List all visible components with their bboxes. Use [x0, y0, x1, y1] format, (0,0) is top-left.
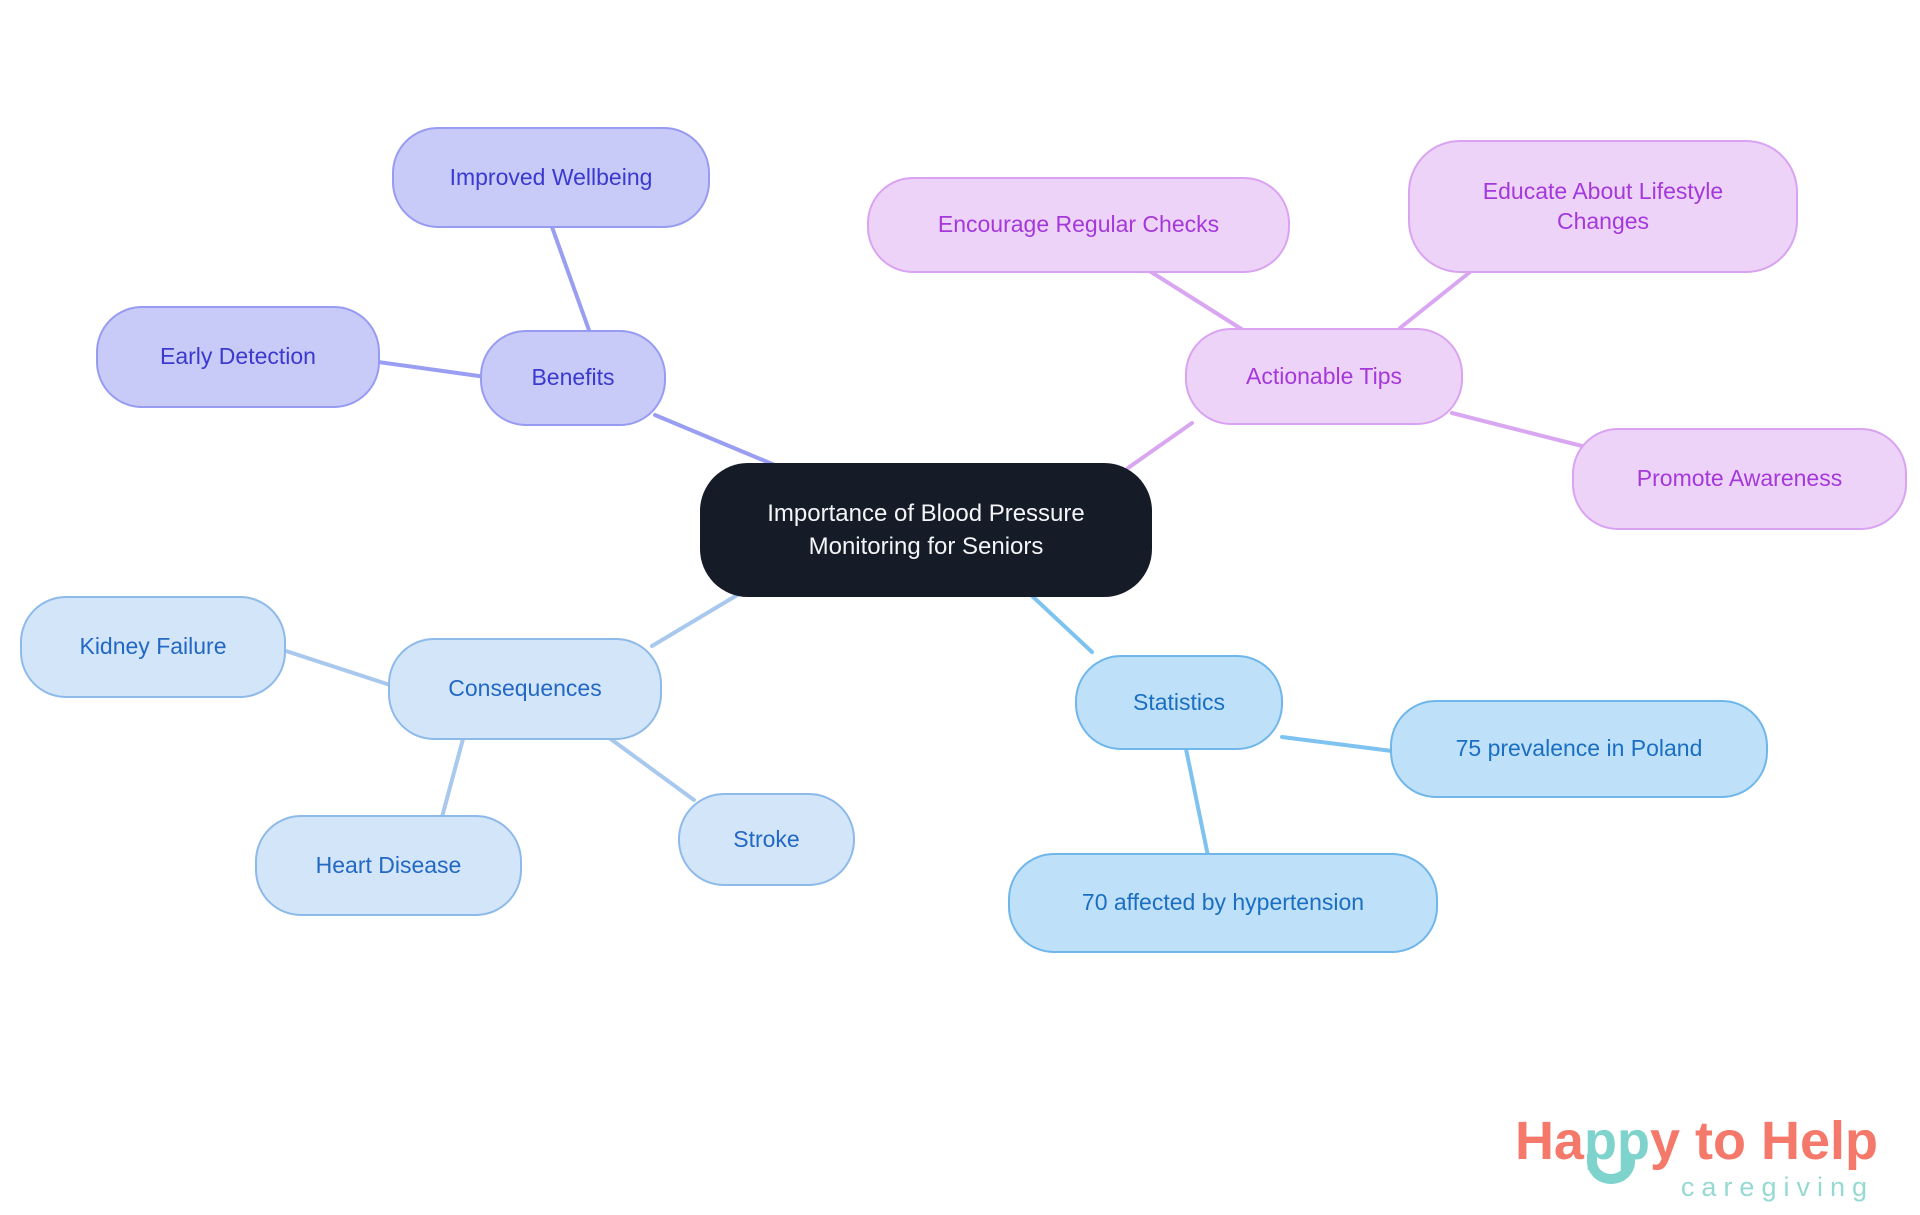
logo-text-pp: pp — [1584, 1114, 1650, 1184]
node-statistics-label: Statistics — [1132, 688, 1226, 715]
node-prevalence-poland[interactable]: 75 prevalence in Poland — [1390, 700, 1768, 798]
node-encourage-regular-checks[interactable]: Encourage Regular Checks — [867, 177, 1290, 273]
edge-central-consequences — [650, 589, 746, 648]
node-early-detection[interactable]: Early Detection — [96, 306, 380, 408]
node-early-detection-label: Early Detection — [160, 343, 316, 370]
node-consequences[interactable]: Consequences — [388, 638, 662, 740]
node-stroke-label: Stroke — [733, 825, 800, 852]
node-improved-wellbeing-label: Improved Wellbeing — [449, 163, 653, 190]
logo-tagline: caregiving — [1680, 1172, 1874, 1202]
node-educate-lifestyle-changes[interactable]: Educate About Lifestyle Changes — [1408, 140, 1798, 273]
node-kidney-failure[interactable]: Kidney Failure — [20, 596, 286, 698]
node-actionable-tips[interactable]: Actionable Tips — [1185, 328, 1463, 425]
logo-text-to: to — [1695, 1111, 1746, 1171]
edge-tips-promote — [1450, 411, 1588, 449]
logo-smile-icon — [1586, 1154, 1635, 1184]
node-encourage-regular-checks-label: Encourage Regular Checks — [937, 211, 1220, 238]
edge-consequences-kidney — [281, 648, 392, 687]
node-affected-hypertension[interactable]: 70 affected by hypertension — [1008, 853, 1438, 953]
edge-benefits-central — [653, 413, 779, 468]
edge-central-statistics — [1028, 592, 1094, 654]
node-educate-lifestyle-changes-label: Educate About Lifestyle Changes — [1482, 177, 1724, 234]
node-prevalence-poland-label: 75 prevalence in Poland — [1455, 735, 1703, 762]
logo-text-y: y — [1649, 1111, 1680, 1171]
node-promote-awareness-label: Promote Awareness — [1636, 465, 1843, 492]
logo-text-help: Help — [1760, 1111, 1878, 1171]
node-statistics[interactable]: Statistics — [1075, 655, 1283, 750]
edge-statistics-prevalence — [1280, 735, 1394, 753]
edge-encourage-tips — [1146, 268, 1245, 332]
node-promote-awareness[interactable]: Promote Awareness — [1572, 428, 1907, 530]
node-central-topic-label: Importance of Blood Pressure Monitoring … — [767, 499, 1085, 560]
node-heart-disease[interactable]: Heart Disease — [255, 815, 522, 916]
edge-early-detection-benefits — [376, 360, 488, 379]
node-actionable-tips-label: Actionable Tips — [1246, 362, 1402, 389]
node-central-topic[interactable]: Importance of Blood Pressure Monitoring … — [700, 463, 1152, 597]
edge-improved-wellbeing-benefits — [550, 225, 592, 335]
node-stroke[interactable]: Stroke — [678, 793, 855, 886]
node-benefits[interactable]: Benefits — [480, 330, 666, 426]
edge-statistics-hypertension — [1184, 747, 1210, 858]
edge-educate-tips — [1398, 270, 1472, 330]
node-affected-hypertension-label: 70 affected by hypertension — [1081, 889, 1365, 916]
node-improved-wellbeing[interactable]: Improved Wellbeing — [392, 127, 710, 228]
logo-text-ha: Ha — [1514, 1111, 1584, 1171]
node-kidney-failure-label: Kidney Failure — [79, 633, 227, 660]
node-benefits-label: Benefits — [531, 364, 615, 391]
edge-tips-central — [1126, 421, 1194, 470]
node-heart-disease-label: Heart Disease — [315, 851, 462, 878]
edge-consequences-stroke — [606, 735, 696, 802]
node-consequences-label: Consequences — [448, 675, 602, 702]
edge-consequences-heart — [440, 737, 465, 819]
